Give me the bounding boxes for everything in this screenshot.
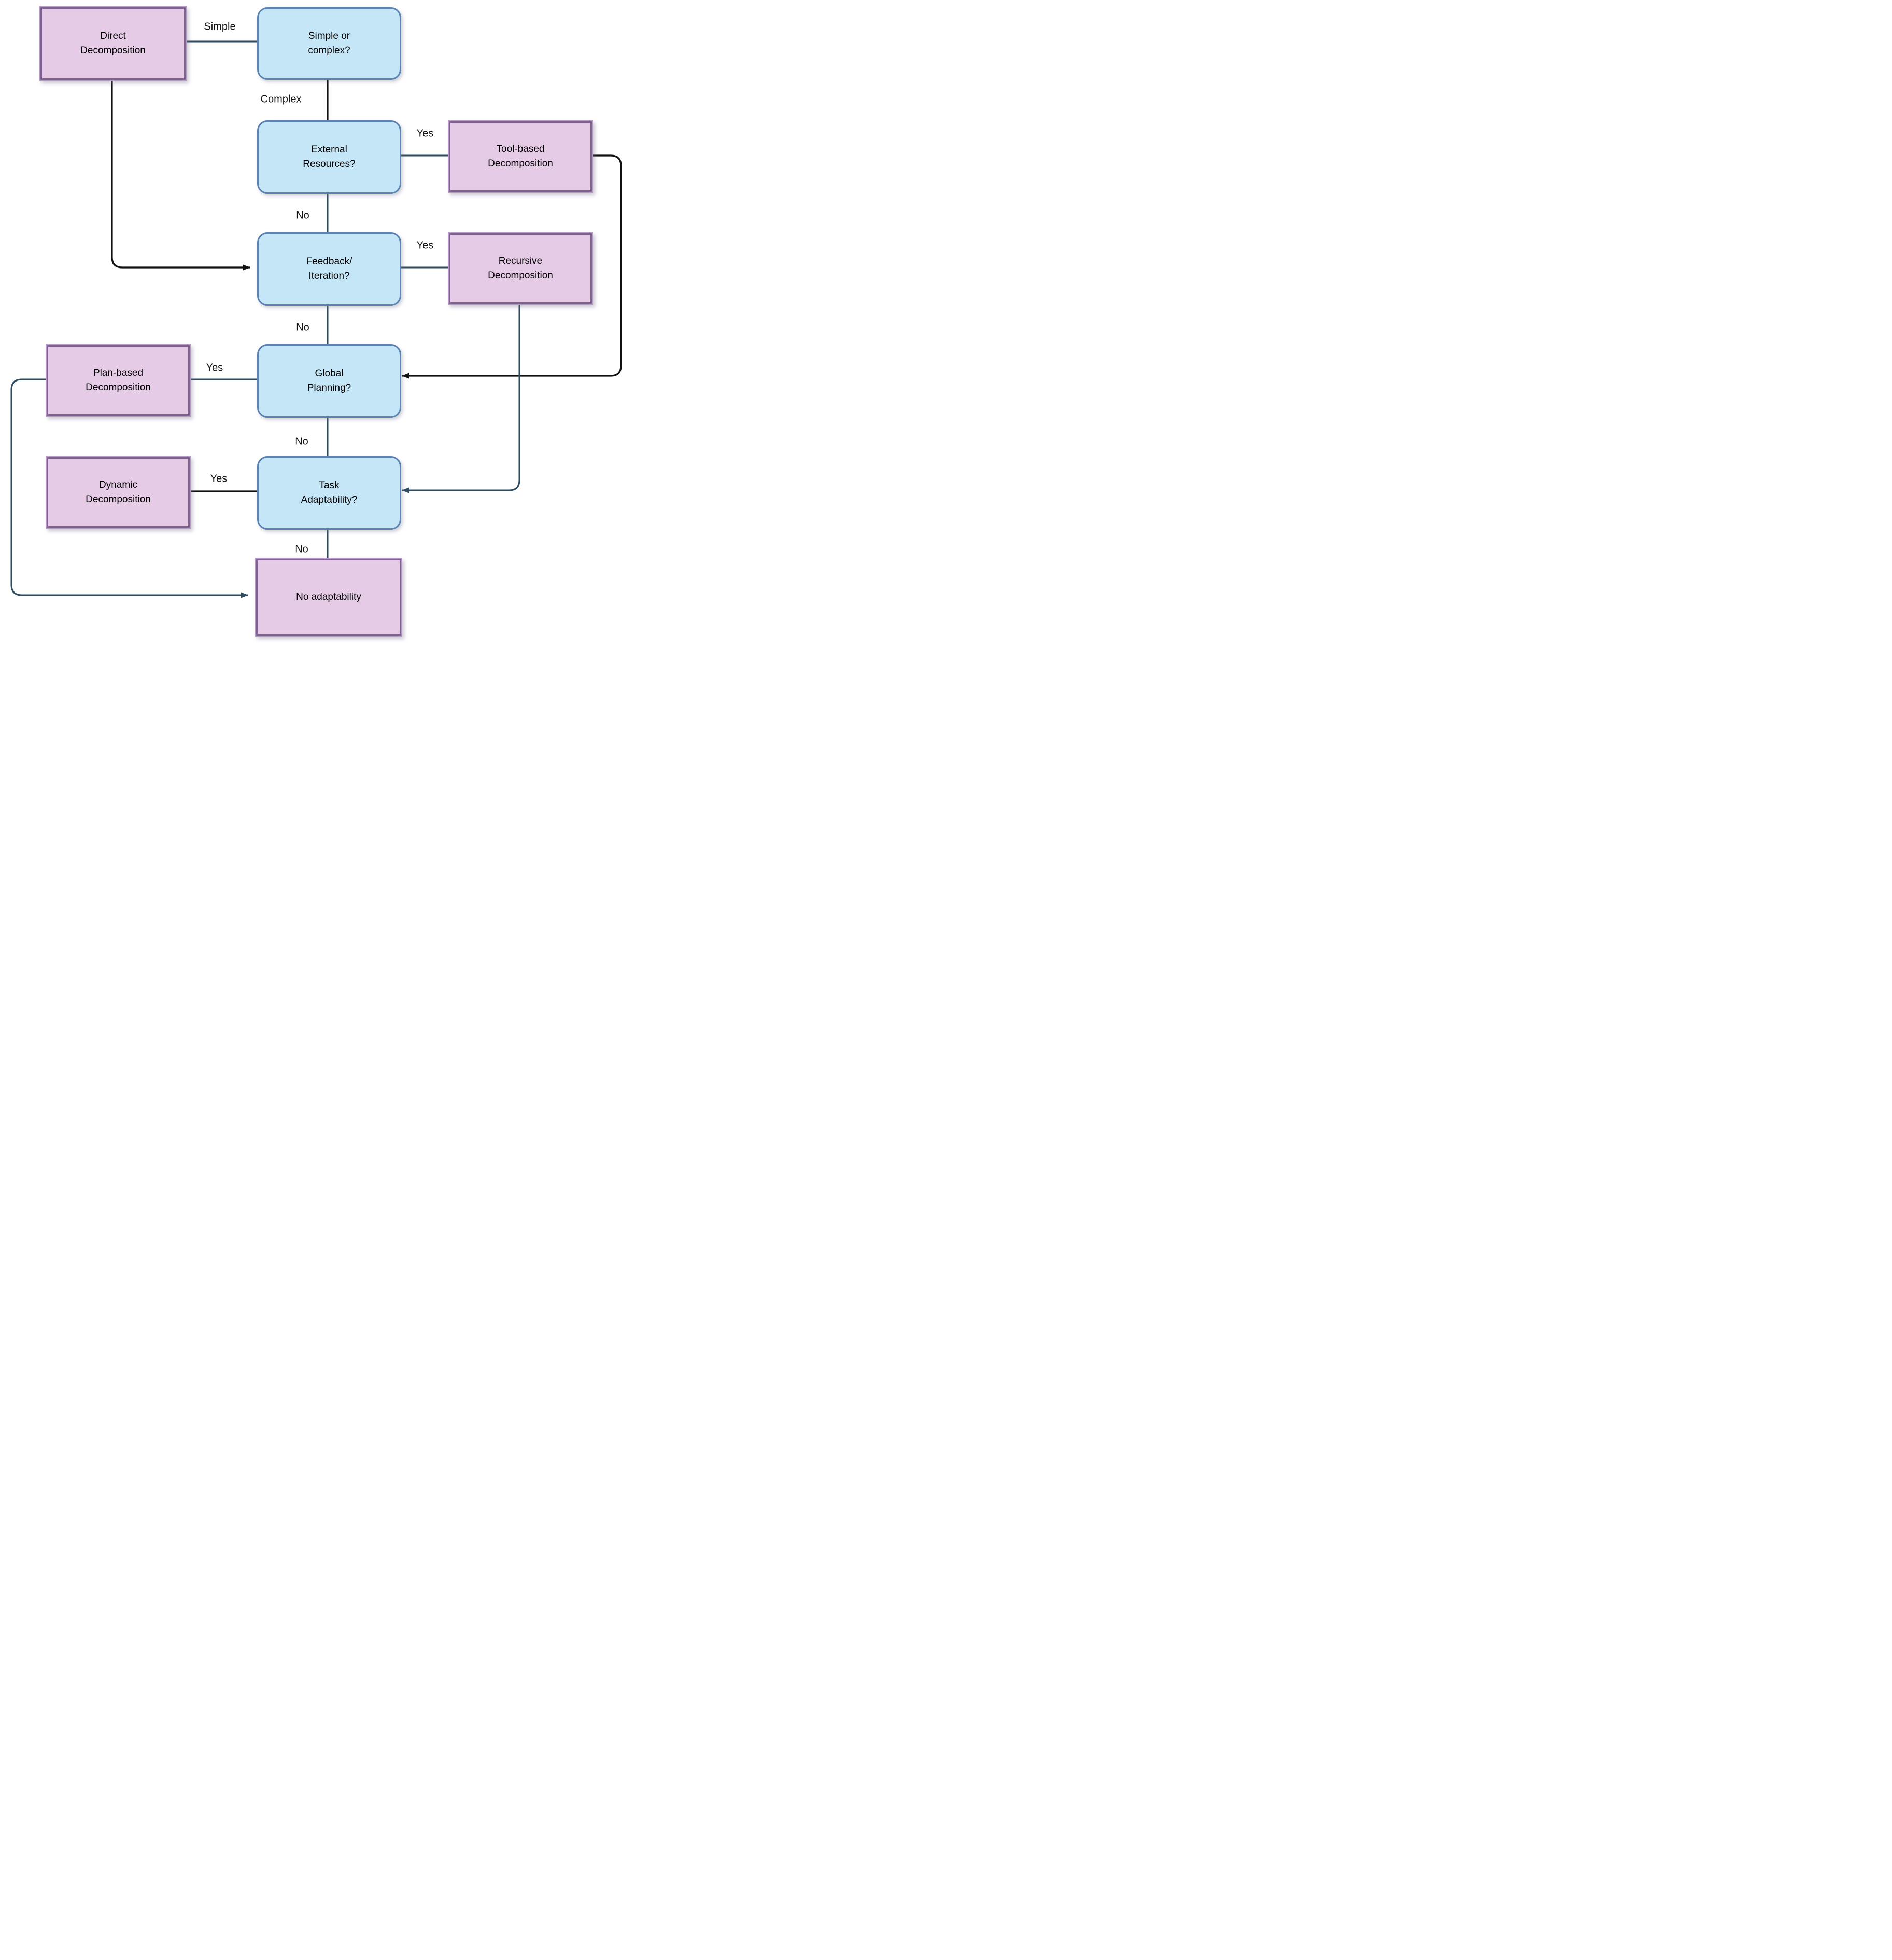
node-label: Decomposition [488, 158, 553, 169]
node-direct-decomposition: Direct Decomposition [39, 6, 187, 81]
edge-label-feedback-yes: Yes [416, 239, 434, 251]
edge-label-global-yes: Yes [206, 362, 223, 374]
flowchart: Direct Decomposition Tool-based Decompos… [0, 0, 630, 654]
edge-label-external-no: No [296, 209, 309, 221]
node-label: Dynamic [99, 479, 137, 490]
node-external-resources: External Resources? [257, 120, 401, 194]
node-label: Decomposition [80, 45, 146, 56]
edge-label-global-no: No [295, 435, 308, 447]
node-feedback-iteration: Feedback/ Iteration? [257, 232, 401, 306]
node-label: Direct [100, 30, 126, 41]
edge-label-simple: Simple [204, 21, 236, 33]
node-label: Plan-based [93, 367, 144, 378]
node-label: Task [319, 480, 340, 491]
edge-label-task-yes: Yes [210, 473, 228, 485]
node-label: External [311, 144, 347, 155]
node-plan-based-decomposition: Plan-based Decomposition [46, 344, 191, 417]
node-label: Decomposition [488, 270, 553, 281]
node-label: Decomposition [86, 382, 151, 393]
edge-label-feedback-no: No [296, 321, 309, 333]
node-tool-based-decomposition: Tool-based Decomposition [448, 120, 593, 193]
edge-recursive-task [402, 303, 520, 493]
node-label: Global [315, 368, 344, 379]
node-global-planning: Global Planning? [257, 344, 401, 418]
edge-plan-noadapt [10, 378, 248, 598]
node-label: Adaptability? [301, 495, 358, 505]
edge-label-external-yes: Yes [416, 128, 434, 139]
node-recursive-decomposition: Recursive Decomposition [448, 232, 593, 305]
edge-label-complex: Complex [260, 93, 302, 105]
edge-tool-global [402, 154, 622, 379]
node-dynamic-decomposition: Dynamic Decomposition [46, 456, 191, 529]
node-label: Resources? [303, 159, 356, 170]
node-simple-or-complex: Simple or complex? [257, 7, 401, 80]
node-label: complex? [308, 45, 350, 56]
node-task-adaptability: Task Adaptability? [257, 456, 401, 530]
edge-direct-feedback [111, 79, 250, 271]
node-label: Recursive [498, 255, 543, 266]
node-label: Planning? [307, 383, 351, 393]
connector-layer [10, 40, 622, 598]
node-label: Feedback/ [306, 256, 352, 267]
node-label: Tool-based [496, 143, 545, 154]
edge-label-task-no: No [295, 543, 308, 555]
node-label: No adaptability [296, 591, 361, 602]
node-label: Simple or [308, 30, 350, 41]
node-no-adaptability: No adaptability [255, 558, 402, 637]
node-label: Iteration? [308, 271, 350, 281]
node-label: Decomposition [86, 494, 151, 505]
